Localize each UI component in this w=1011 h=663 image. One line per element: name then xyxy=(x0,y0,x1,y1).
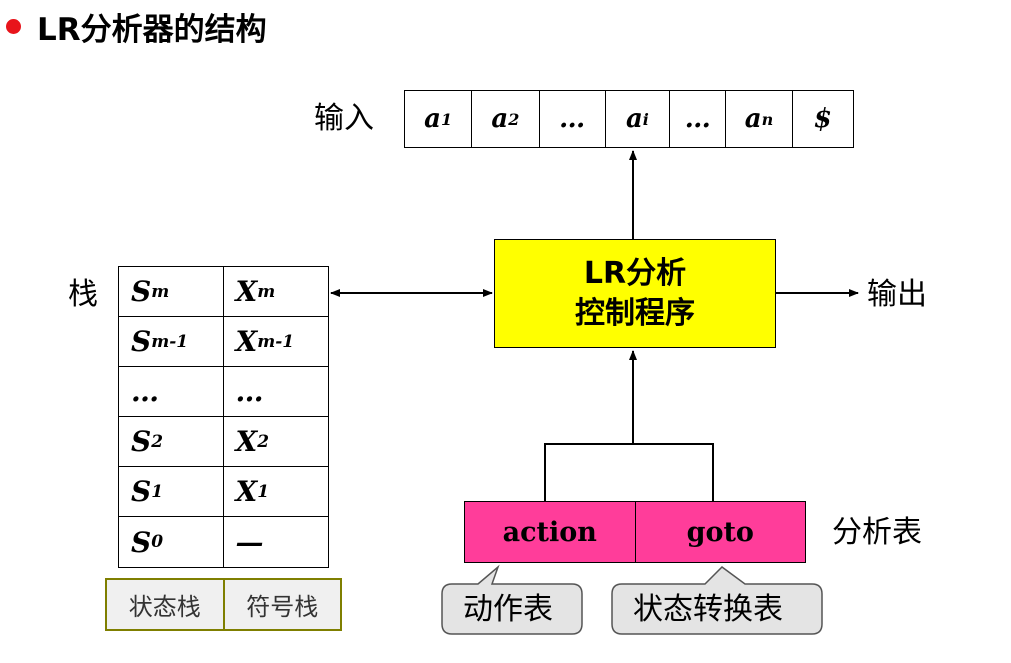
stack-legend: 状态栈 符号栈 xyxy=(105,578,342,631)
state-cell: … xyxy=(119,367,224,416)
symbol-cell: … xyxy=(235,375,264,408)
symbol-cell: — xyxy=(235,525,264,559)
input-cell: … xyxy=(540,91,606,147)
input-label: 输入 xyxy=(314,101,374,136)
input-cell: $ xyxy=(813,104,832,134)
title-row: LR分析器的结构 xyxy=(6,4,267,48)
goto-cell: goto xyxy=(686,516,754,548)
action-cell: action xyxy=(465,502,636,562)
input-cell: … xyxy=(670,91,727,147)
output-label: 输出 xyxy=(867,277,927,312)
controller-line2: 控制程序 xyxy=(575,295,695,331)
callout-goto-table xyxy=(611,566,823,635)
stack-label: 栈 xyxy=(68,277,98,312)
callout-action-label: 动作表 xyxy=(463,592,553,627)
state-stack-label: 状态栈 xyxy=(107,580,225,629)
bullet-icon xyxy=(6,18,21,34)
controller-box: LR分析 控制程序 xyxy=(494,239,776,348)
symbol-stack-label: 符号栈 xyxy=(246,593,319,621)
parse-table-label: 分析表 xyxy=(832,515,922,550)
page-title: LR分析器的结构 xyxy=(37,11,267,48)
controller-line1: LR分析 xyxy=(583,255,687,291)
stack-row: … … xyxy=(119,367,328,417)
callout-action-table xyxy=(441,564,583,635)
bracket-table-to-controller xyxy=(544,443,714,501)
parse-table: action goto xyxy=(464,501,806,563)
callout-goto-label: 状态转换表 xyxy=(633,592,783,627)
